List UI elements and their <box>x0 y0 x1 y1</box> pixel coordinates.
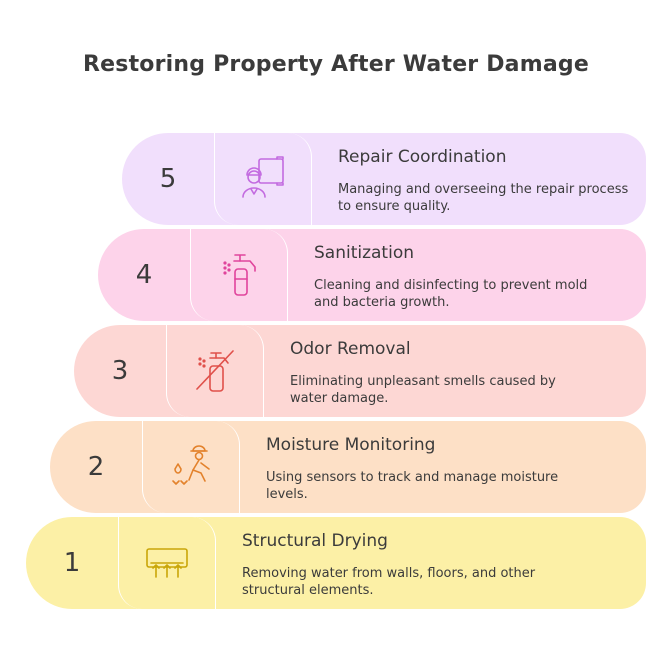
step-title: Sanitization <box>314 243 414 263</box>
icon-box <box>166 325 264 417</box>
step-3: 3 Odor Removal Eliminating unpleasant sm… <box>74 325 646 417</box>
step-description: Eliminating unpleasant smells caused by … <box>290 374 556 406</box>
drying-heater-icon <box>146 548 188 578</box>
step-description: Managing and overseeing the repair proce… <box>338 182 629 214</box>
no-spray-icon <box>196 350 234 392</box>
step-title: Odor Removal <box>290 339 411 359</box>
icon-box <box>118 517 216 609</box>
step-title: Structural Drying <box>242 531 388 551</box>
step-1: 1 Structural Drying Removing water from … <box>26 517 646 609</box>
step-description: Cleaning and disinfecting to prevent mol… <box>314 278 588 310</box>
step-description: Removing water from walls, floors, and o… <box>242 566 536 598</box>
step-4: 4 Sanitization Cleaning and disinfecting… <box>98 229 646 321</box>
spray-bottle-icon <box>223 254 256 296</box>
step-5: 5 Repair Coordination Managing and overs… <box>122 133 646 225</box>
step-2: 2 Moisture Monitoring Using sensors to t… <box>50 421 646 513</box>
icon-box <box>190 229 288 321</box>
diagram-title: Restoring Property After Water Damage <box>83 52 589 77</box>
step-number: 5 <box>159 164 177 194</box>
construction-worker-blueprint-icon <box>242 156 284 198</box>
step-number: 1 <box>63 548 81 578</box>
worker-sensor-icon <box>172 445 210 485</box>
step-number: 3 <box>111 356 129 386</box>
step-number: 4 <box>135 260 153 290</box>
step-title: Repair Coordination <box>338 147 507 167</box>
icon-box <box>142 421 240 513</box>
step-number: 2 <box>87 452 105 482</box>
step-title: Moisture Monitoring <box>266 435 436 455</box>
icon-box <box>214 133 312 225</box>
step-description: Using sensors to track and manage moistu… <box>266 470 559 502</box>
